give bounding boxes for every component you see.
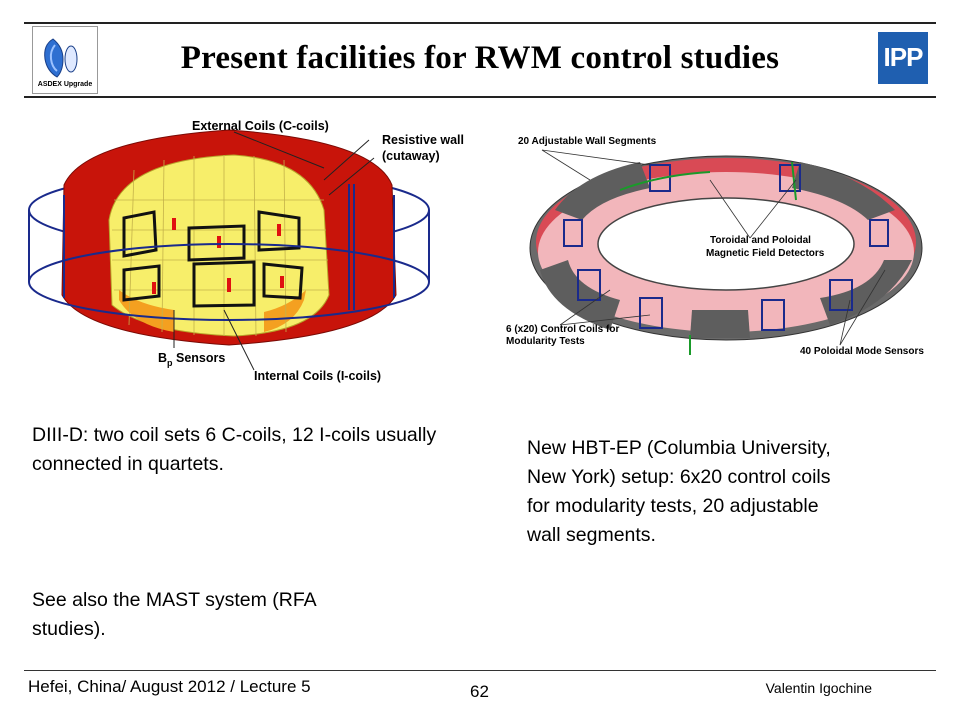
resistive-wall-cutaway-label: (cutaway): [382, 149, 440, 163]
internal-coils-label: Internal Coils (I-coils): [254, 369, 381, 383]
slide-title: Present facilities for RWM control studi…: [180, 40, 780, 76]
mode-sensors-label: 40 Poloidal Mode Sensors: [800, 346, 924, 357]
asdex-logo-icon: [44, 38, 78, 78]
header-top-rule: [24, 22, 936, 24]
field-detectors-label: Toroidal and Poloidal: [710, 235, 811, 246]
control-coils-label: 6 (x20) Control Coils for: [506, 324, 619, 335]
diii-d-coil-diagram: External Coils (C-coils) Resistive wall …: [28, 119, 464, 383]
resistive-wall-label: Resistive wall: [382, 133, 464, 147]
external-coils-label: External Coils (C-coils): [192, 119, 329, 133]
field-detectors-label-2: Magnetic Field Detectors: [706, 248, 825, 259]
diii-d-description: DIII-D: two coil sets 6 C-coils, 12 I-co…: [32, 424, 437, 475]
footer-event: Hefei, China/ August 2012 / Lecture 5: [28, 677, 311, 696]
page-number: 62: [470, 682, 489, 701]
asdex-upgrade-logo: ASDEX Upgrade: [32, 26, 98, 94]
bp-sensors-rest: Sensors: [173, 351, 226, 365]
bp-sensors-subscript: p: [167, 358, 173, 368]
mast-note: See also the MAST system (RFA studies).: [32, 589, 316, 640]
bp-sensors-label: Bp Sensors: [158, 351, 225, 368]
ipp-logo: IPP: [878, 32, 928, 84]
wall-segments-label: 20 Adjustable Wall Segments: [518, 136, 657, 147]
ipp-logo-text: IPP: [883, 42, 924, 72]
hbt-ep-description: New HBT-EP (Columbia University, New Yor…: [527, 437, 831, 546]
header-bottom-rule: [24, 96, 936, 98]
control-coils-label-2: Modularity Tests: [506, 336, 585, 347]
asdex-logo-text: ASDEX Upgrade: [37, 81, 93, 88]
bp-sensors-b: B: [158, 351, 167, 365]
hbt-ep-torus-diagram: 20 Adjustable Wall Segments Toroidal and…: [500, 120, 936, 360]
footer-rule: [24, 670, 936, 671]
footer-author: Valentin Igochine: [765, 680, 872, 696]
